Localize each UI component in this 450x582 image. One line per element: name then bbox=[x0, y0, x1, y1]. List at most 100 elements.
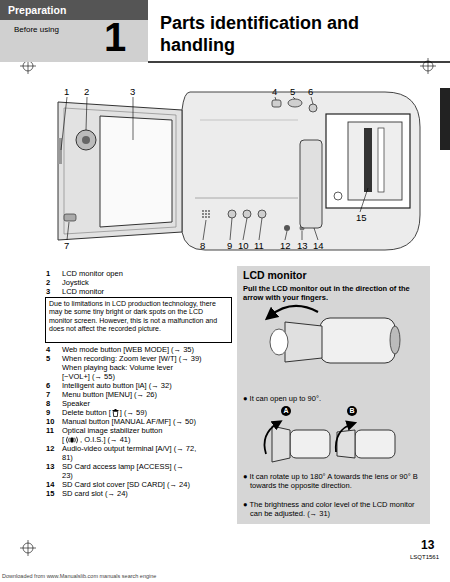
item-description: SD Card slot cover [SD CARD] (→ 24) bbox=[62, 480, 190, 489]
callout-number: 9 bbox=[227, 240, 232, 251]
delete-button bbox=[228, 210, 236, 218]
av-terminal bbox=[284, 225, 290, 231]
speaker-hole bbox=[208, 213, 210, 215]
note-text: Due to limitations in LCD production tec… bbox=[49, 300, 228, 334]
document-code: LSQT1561 bbox=[410, 554, 439, 561]
web-mode-button bbox=[272, 100, 281, 107]
item-description: LCD monitor bbox=[62, 287, 104, 296]
callout-number: 6 bbox=[308, 86, 313, 97]
item-description: Delete button [ bbox=[62, 408, 111, 417]
speaker-hole bbox=[208, 216, 210, 218]
manual-button bbox=[243, 210, 251, 218]
camcorder-body bbox=[182, 92, 420, 250]
item-number: 3 bbox=[46, 287, 50, 296]
speaker-hole bbox=[205, 216, 207, 218]
leader-lines bbox=[61, 97, 368, 240]
bullet-text: ● The brightness and color level of the … bbox=[243, 500, 424, 518]
cover-hinge bbox=[334, 192, 342, 200]
item-description: , O.I.S.] (→ 41) bbox=[80, 435, 130, 444]
leader-line bbox=[67, 222, 69, 240]
chapter-number: 1 bbox=[104, 17, 126, 57]
speaker-hole bbox=[202, 213, 204, 215]
callout-number: 2 bbox=[84, 86, 89, 97]
item-description: Joystick bbox=[62, 278, 89, 287]
callout-number: 5 bbox=[290, 86, 295, 97]
speaker-grille bbox=[202, 210, 210, 218]
item-description: ] (→ 59) bbox=[120, 408, 147, 417]
sd-card-slot bbox=[364, 128, 372, 192]
callout-number: 1 bbox=[64, 86, 69, 97]
item-number: 14 bbox=[46, 480, 54, 489]
section-name: Preparation bbox=[8, 3, 66, 17]
item-number: 5 bbox=[46, 354, 50, 363]
leader-line bbox=[275, 97, 276, 100]
registration-mark bbox=[28, 540, 29, 556]
callout-number: 13 bbox=[297, 240, 308, 251]
speaker-hole bbox=[208, 210, 210, 212]
view-marker: A bbox=[281, 406, 291, 416]
registration-marks bbox=[20, 58, 436, 556]
body-contour bbox=[200, 120, 298, 121]
ois-icon-wave bbox=[68, 437, 70, 441]
watermark: Downloaded from www.Manualslib.com manua… bbox=[2, 573, 156, 580]
item-description: When recording: Zoom lever [W/T] (→ 39) bbox=[62, 354, 202, 363]
ois-icon-wave bbox=[66, 436, 67, 442]
leader-line bbox=[259, 218, 262, 240]
item-number: 2 bbox=[46, 278, 50, 287]
item-number: 13 bbox=[46, 462, 54, 471]
item-number: 1 bbox=[46, 269, 50, 278]
lcd-open-tab bbox=[57, 138, 62, 164]
callout-number: 8 bbox=[200, 240, 205, 251]
item-number: 9 bbox=[46, 408, 50, 417]
bullet-text: ● It can rotate up to 180° A towards the… bbox=[243, 472, 424, 490]
zoom-lever bbox=[288, 99, 302, 107]
item-description: Speaker bbox=[62, 399, 90, 408]
page-number: 13 bbox=[421, 538, 434, 552]
panel-heading: LCD monitor bbox=[243, 269, 307, 282]
callout-number: 11 bbox=[254, 240, 264, 251]
ois-icon bbox=[65, 436, 79, 444]
item-number: 6 bbox=[46, 381, 50, 390]
registration-mark bbox=[428, 58, 429, 74]
leader-line bbox=[203, 220, 206, 240]
item-description: SD Card access lamp [ACCESS] (→ 23) bbox=[62, 462, 187, 480]
callout-number: 4 bbox=[272, 86, 277, 97]
item-number: 12 bbox=[46, 444, 54, 453]
lcd-bezel bbox=[64, 108, 176, 234]
item-description: LCD monitor open bbox=[62, 269, 123, 278]
delete-icon-can bbox=[113, 411, 118, 416]
callout-number: 3 bbox=[130, 86, 135, 97]
leader-line bbox=[311, 97, 313, 104]
delete-icon-handle bbox=[114, 409, 116, 410]
ois-icon-wave bbox=[77, 436, 78, 442]
item-description: Audio-video output terminal [A/V] (→ 72,… bbox=[62, 444, 202, 462]
callout-number: 14 bbox=[313, 240, 324, 251]
leader-line bbox=[360, 188, 368, 212]
subsection-name: Before using bbox=[14, 25, 59, 35]
callout-number: 10 bbox=[238, 240, 249, 251]
info-panel: LCD monitorPull the LCD monitor out in t… bbox=[237, 266, 430, 524]
menu-button bbox=[64, 214, 76, 221]
ia-button bbox=[309, 104, 317, 112]
item-number: 10 bbox=[46, 417, 54, 426]
slot-housing bbox=[348, 122, 402, 200]
inset-box bbox=[326, 114, 410, 208]
callout-number: 7 bbox=[64, 240, 69, 251]
item-number: 7 bbox=[46, 390, 50, 399]
item-number: 4 bbox=[46, 345, 50, 354]
ois-icon-wave bbox=[74, 437, 76, 441]
item-description: Web mode button [WEB MODE] (→ 35) bbox=[62, 345, 194, 354]
leader-line bbox=[293, 97, 295, 99]
speaker-hole bbox=[202, 210, 204, 212]
bullet-text: ● It can open up to 90°. bbox=[243, 394, 424, 403]
note-box: Due to limitations in LCD production tec… bbox=[45, 297, 232, 343]
leader-line bbox=[86, 97, 87, 130]
ois-icon-hand bbox=[70, 437, 73, 442]
item-description: When playing back: Volume lever [−VOL+] … bbox=[62, 363, 187, 381]
item-number: 11 bbox=[46, 426, 54, 435]
item-number: 8 bbox=[46, 399, 50, 408]
leader-line bbox=[285, 231, 287, 240]
lcd-screen bbox=[100, 116, 172, 227]
leader-line bbox=[230, 218, 232, 240]
callout-number: 15 bbox=[356, 212, 367, 223]
